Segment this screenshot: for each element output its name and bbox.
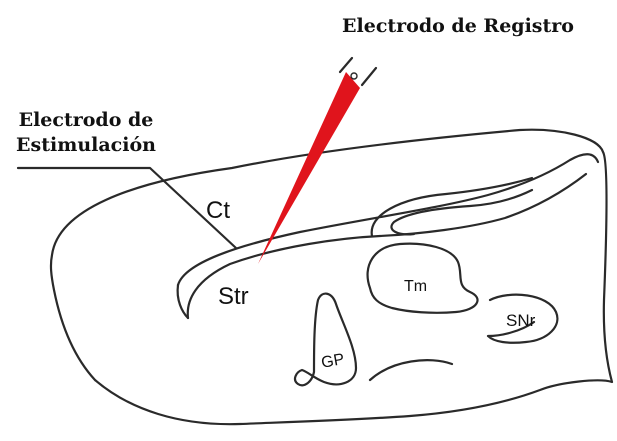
recording-electrode-guide-right [362,68,376,85]
recording-electrode-label: Electrodo de Registro [342,15,574,37]
gp-region [295,294,356,386]
cortex-label: Ct [206,197,230,224]
stimulation-electrode-lead [18,168,236,248]
snr-label: SNr [506,311,536,330]
recording-electrode-tip [351,73,357,79]
thalamus-label: Tm [404,278,427,295]
hippocampus-loop [372,178,532,236]
stimulation-electrode-label-line2: Estimulación [16,134,156,156]
recording-electrode [258,72,360,264]
striatum-label: Str [218,283,249,310]
recording-electrode-guide-left [340,58,352,72]
internal-capsule-line [370,360,452,380]
cortex-inner-band [178,154,598,285]
striatum-lateral-edge [178,285,188,318]
gp-label: GP [320,351,346,372]
brain-outer-outline [51,130,612,424]
stimulation-electrode-label-line1: Electrodo de [19,109,154,131]
